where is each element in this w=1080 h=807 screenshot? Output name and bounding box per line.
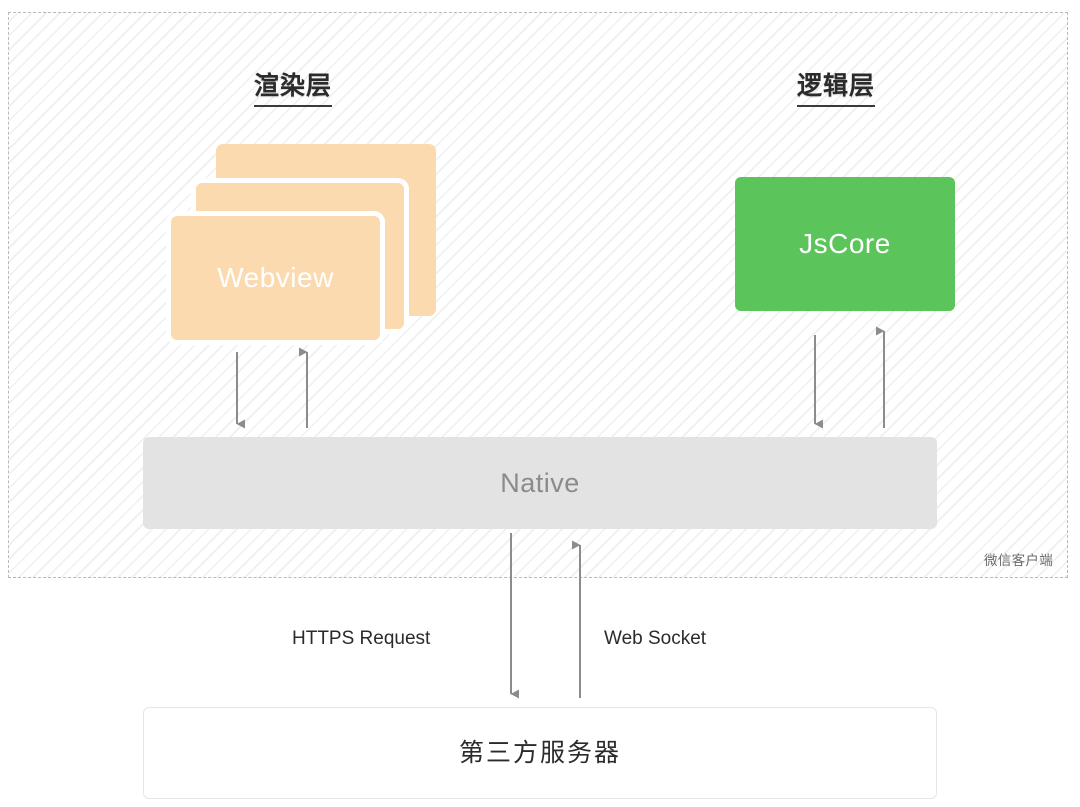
https-request-label: HTTPS Request bbox=[292, 628, 431, 649]
jscore-label: JsCore bbox=[799, 228, 891, 259]
logic-layer-title: 逻辑层 bbox=[797, 66, 876, 107]
webview-node[interactable]: Webview bbox=[166, 211, 385, 345]
render-layer-title: 渲染层 bbox=[254, 66, 333, 107]
native-node[interactable]: Native bbox=[143, 437, 937, 529]
web-socket-label: Web Socket bbox=[604, 628, 707, 649]
native-label: Native bbox=[500, 467, 580, 498]
webview-label: Webview bbox=[217, 262, 334, 293]
jscore-node[interactable]: JsCore bbox=[735, 177, 955, 311]
wechat-client-label: 微信客户端 bbox=[984, 553, 1053, 568]
third-party-server-node[interactable]: 第三方服务器 bbox=[143, 707, 937, 799]
third-party-server-label: 第三方服务器 bbox=[458, 738, 621, 767]
